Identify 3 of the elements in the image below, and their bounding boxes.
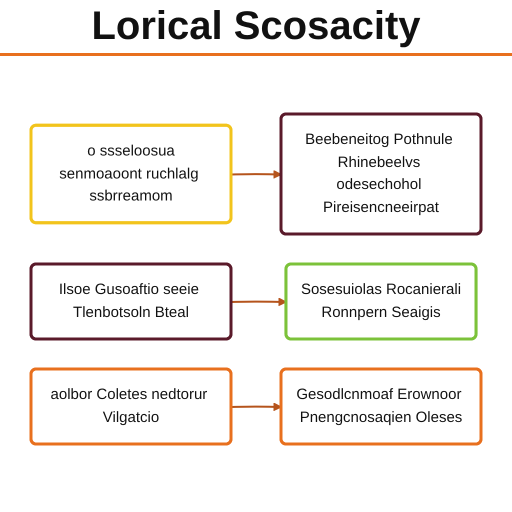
arrow [231, 169, 282, 178]
title: Lorical Scosacity [0, 0, 512, 56]
arrow [231, 402, 282, 411]
